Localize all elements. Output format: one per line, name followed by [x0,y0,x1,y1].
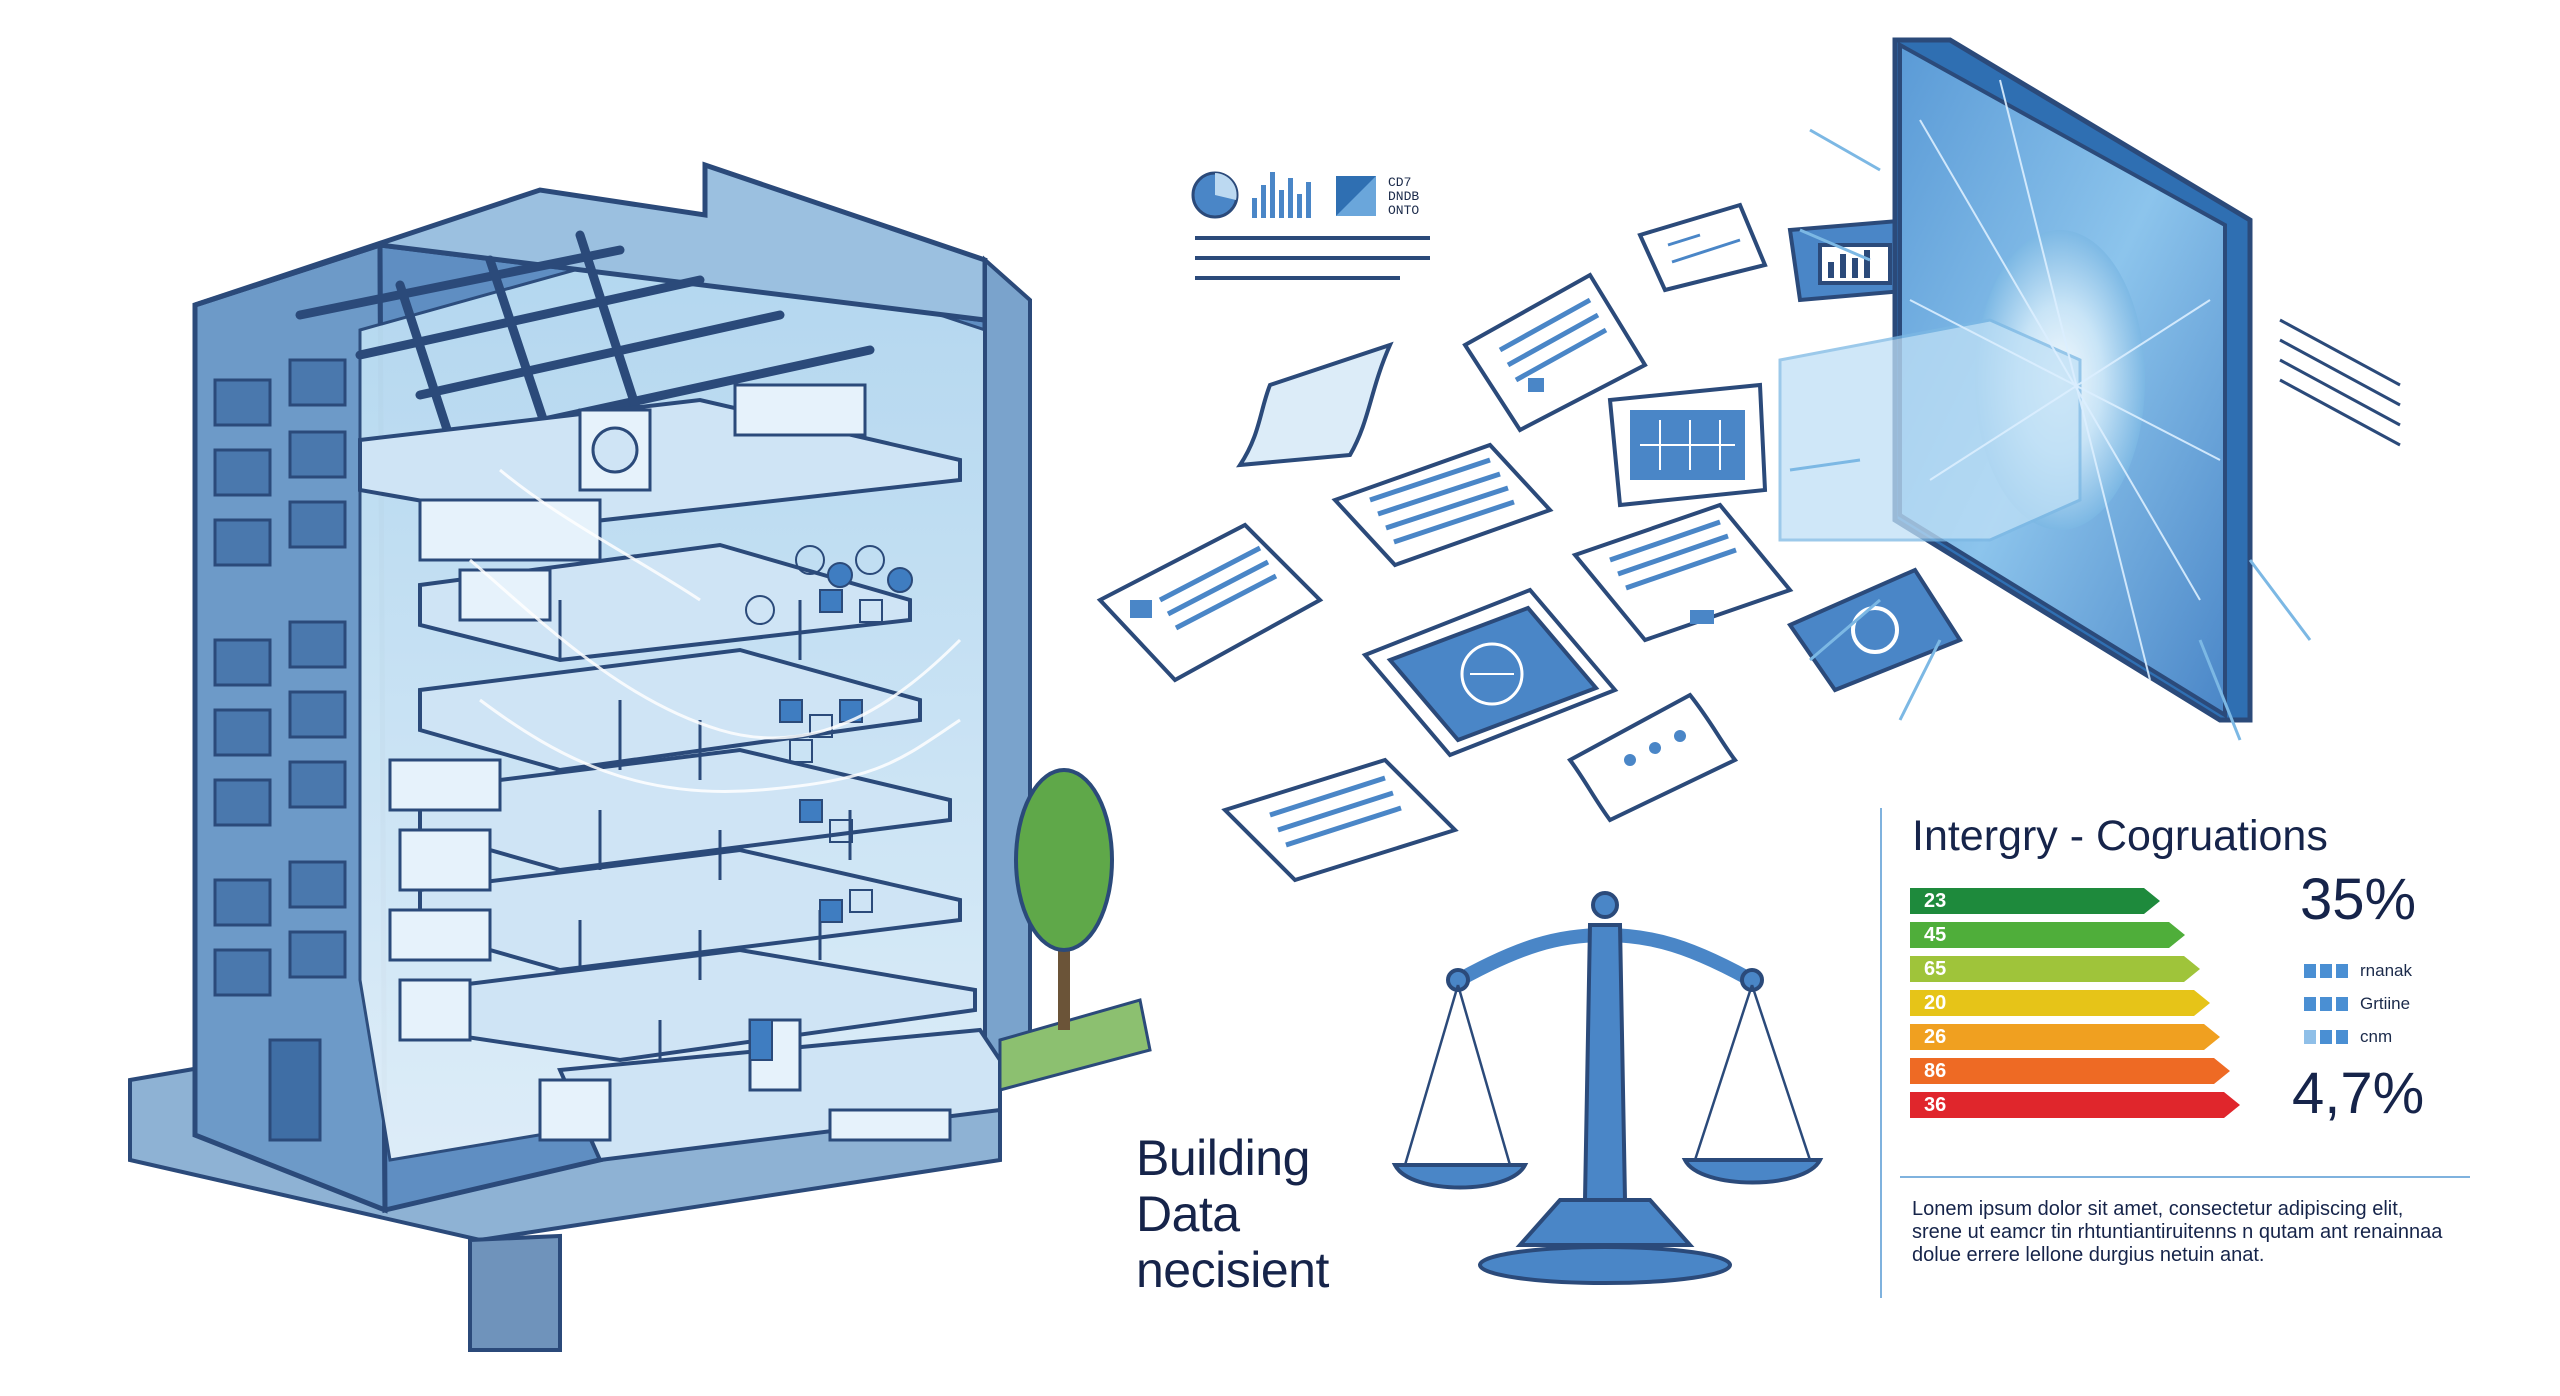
tree-illustration [998,768,1152,1092]
legend-square [2304,1030,2316,1044]
legend-square [2336,997,2348,1011]
energy-band: 86 [1910,1058,2230,1084]
legend-square [2320,964,2332,978]
legend-label: Grtiine [2360,994,2411,1013]
mini-bar-icon [1252,172,1311,218]
legend-square [2336,964,2348,978]
blank-page-1 [1236,341,1394,468]
legend-square [2320,1030,2332,1044]
legend-row: Grtiine [2304,993,2410,1015]
lawn [998,998,1152,1092]
building-right-wall [983,255,1032,1074]
data-stream-beam [1778,318,2082,542]
doc-page-5 [1096,522,1324,683]
legend-square [2336,1030,2348,1044]
doc-page-6 [1571,502,1794,643]
panel-body-text: Lonem ipsum dolor sit amet, consectetur … [1912,1198,2443,1266]
legend-row: cnm [2304,1026,2392,1048]
interior-equipment [388,383,952,1142]
headline-percentage-bottom: 4,7% [2292,1061,2425,1126]
energy-rating-panel: Intergry - Cogruations 23 45 65 20 26 86… [1880,808,2470,1298]
mini-chart-icons [1191,171,1430,280]
panel-title: Intergry - Cogruations [1912,812,2328,860]
legend-label: rnanak [2360,961,2412,980]
doc-blueprint-1 [1607,382,1768,508]
headline-title: Building Data necisient [1136,1130,1329,1298]
energy-band: 26 [1910,1024,2220,1050]
energy-band: 36 [1910,1092,2240,1118]
building-foundation [468,1233,562,1352]
headline-line-2: Data [1136,1186,1240,1242]
screen-light-rays [1789,128,2312,741]
panel-divider-vertical [1880,808,1882,1298]
doc-page-4 [1331,442,1554,568]
mini-doc-line: CD7 [1388,175,1412,190]
doc-blueprint-2 [1361,587,1619,758]
legend-label: cnm [2360,1027,2393,1046]
scales-of-justice-icon [1391,891,1824,1285]
building-illustration [128,161,1152,1352]
building-roof [194,161,988,323]
legend-square [2304,997,2316,1011]
legend-row: rnanak [2304,960,2412,982]
mini-doc-line: DNDB [1388,189,1420,204]
energy-band: 23 [1910,888,2160,914]
energy-flow-lines [469,468,962,794]
headline-line-1: Building [1136,1130,1310,1186]
side-speed-lines [2279,318,2401,447]
flying-documents [1096,202,1963,883]
doc-page-8 [1221,757,1459,883]
doc-page-2 [1462,272,1648,433]
legend-square [2320,997,2332,1011]
energy-band: 45 [1910,922,2185,948]
mini-doc-text: CD7 DNDB ONTO [1388,176,1419,218]
facade-windows-left [213,358,347,1142]
digital-portal-screen [1778,37,2401,741]
energy-band: 20 [1910,990,2210,1016]
doc-page-3 [1637,202,1768,293]
doc-icon-card [1786,567,1963,693]
mini-heading-rules [1195,236,1430,280]
screen-circuit-lines [1909,79,2221,681]
energy-band: 65 [1910,956,2200,982]
headline-line-3: necisient [1136,1242,1329,1298]
doc-page-7 [1567,692,1739,823]
legend-square [2304,964,2316,978]
headline-percentage-top: 35% [2300,867,2417,932]
panel-divider-horizontal [1900,1176,2470,1178]
mini-doc-line: ONTO [1388,203,1420,218]
